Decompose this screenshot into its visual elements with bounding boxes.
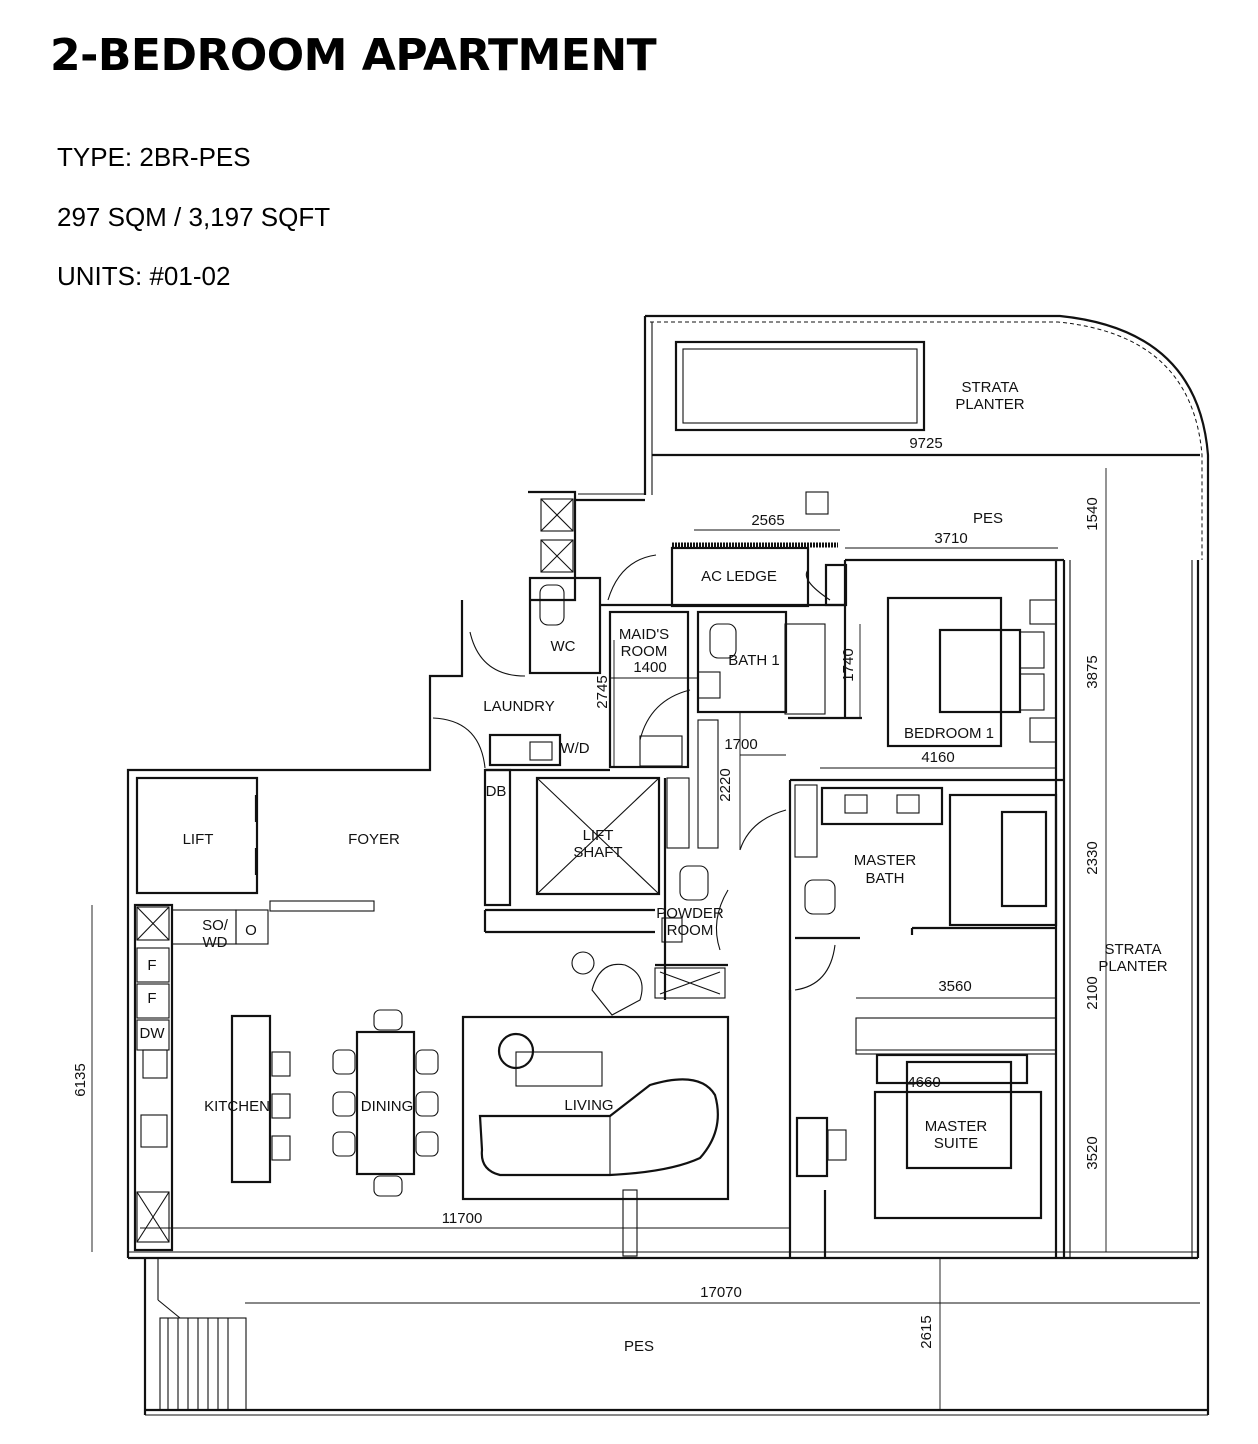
top-planter-area (575, 314, 1210, 1415)
label-master-bath-2: BATH (866, 870, 905, 887)
label-oven: O (245, 922, 257, 939)
suite-bed-area (873, 1090, 1043, 1220)
label-strata-planter-right-1: STRATA (1105, 941, 1162, 958)
kitchen-island (230, 1014, 272, 1184)
dim-2565: 2565 (751, 512, 784, 529)
label-dining: DINING (361, 1098, 414, 1115)
label-lift: LIFT (183, 831, 214, 848)
suite-bed (905, 1060, 1013, 1170)
dim-17070: 17070 (700, 1284, 742, 1301)
dim-2220: 2220 (717, 768, 734, 801)
dimension-labels: 9725 2565 3710 1540 3875 1740 1400 2745 … (72, 435, 1101, 1349)
dim-2615: 2615 (918, 1315, 935, 1348)
label-foyer: FOYER (348, 831, 400, 848)
dim-6135: 6135 (72, 1063, 89, 1096)
dimension-lines (91, 454, 1200, 1410)
dim-2330: 2330 (1084, 841, 1101, 874)
label-bedroom1: BEDROOM 1 (904, 725, 994, 742)
label-db: DB (486, 783, 507, 800)
label-master-bath-1: MASTER (854, 852, 917, 869)
label-strata-planter-top-2: PLANTER (955, 396, 1024, 413)
dim-9725: 9725 (909, 435, 942, 452)
label-ac-ledge: AC LEDGE (701, 568, 777, 585)
dim-11700: 11700 (442, 1210, 483, 1227)
lift-box (135, 776, 259, 895)
ac-ledge-box (670, 546, 810, 608)
label-dishwasher: DW (140, 1025, 166, 1042)
label-lift-shaft-1: LIFT (583, 827, 614, 844)
label-maids-room-2: ROOM (621, 643, 668, 660)
vanity (820, 786, 944, 826)
label-powder-room-2: ROOM (667, 922, 714, 939)
label-strata-planter-right-2: PLANTER (1098, 958, 1167, 975)
label-kitchen: KITCHEN (204, 1098, 270, 1115)
dim-2745: 2745 (594, 675, 611, 708)
label-laundry: LAUNDRY (483, 698, 554, 715)
label-pes-bottom: PES (624, 1338, 654, 1355)
dim-3710: 3710 (934, 530, 967, 547)
label-strata-planter-top-1: STRATA (962, 379, 1019, 396)
label-powder-room-1: POWDER (656, 905, 724, 922)
dim-4660: 4660 (907, 1074, 940, 1091)
label-maids-room-1: MAID'S (619, 626, 669, 643)
label-fridge-1: F (147, 957, 156, 974)
dim-1400: 1400 (633, 659, 666, 676)
label-so-wd-1: SO/ (202, 917, 229, 934)
label-living: LIVING (564, 1097, 613, 1114)
lift-shaft-box (535, 776, 661, 896)
dining-table (355, 1030, 416, 1176)
bed1-bed (938, 628, 1022, 714)
unit-area: 297 SQM / 3,197 SQFT (57, 202, 331, 232)
label-pes-top: PES (973, 510, 1003, 527)
label-wc: WC (551, 638, 576, 655)
room-labels: STRATA PLANTER PES AC LEDGE WC MAID'S RO… (140, 379, 1168, 1355)
dim-3875: 3875 (1084, 655, 1101, 688)
dim-3560: 3560 (938, 978, 971, 995)
dim-2100: 2100 (1084, 976, 1101, 1009)
dim-3520: 3520 (1084, 1136, 1101, 1169)
label-bath1: BATH 1 (728, 652, 779, 669)
label-master-suite-1: MASTER (925, 1118, 988, 1135)
label-lift-shaft-2: SHAFT (573, 844, 622, 861)
dim-1700: 1700 (724, 736, 757, 753)
interior-walls (133, 491, 1208, 1416)
dim-4160: 4160 (921, 749, 954, 766)
sofa (478, 1078, 719, 1177)
unit-type: TYPE: 2BR-PES (57, 142, 251, 172)
pool-outline (674, 340, 926, 432)
bathtub (1000, 810, 1048, 908)
label-so-wd-2: WD (203, 934, 228, 951)
dim-1540: 1540 (1084, 497, 1101, 530)
unit-numbers: UNITS: #01-02 (57, 261, 231, 291)
living-rug (461, 1015, 730, 1201)
label-master-suite-2: SUITE (934, 1135, 978, 1152)
label-fridge-2: F (147, 990, 156, 1007)
bed1-bed-area (886, 596, 1003, 748)
dim-1740: 1740 (840, 648, 857, 681)
label-wd: W/D (560, 740, 589, 757)
page-title: 2-BEDROOM APARTMENT (50, 30, 657, 81)
